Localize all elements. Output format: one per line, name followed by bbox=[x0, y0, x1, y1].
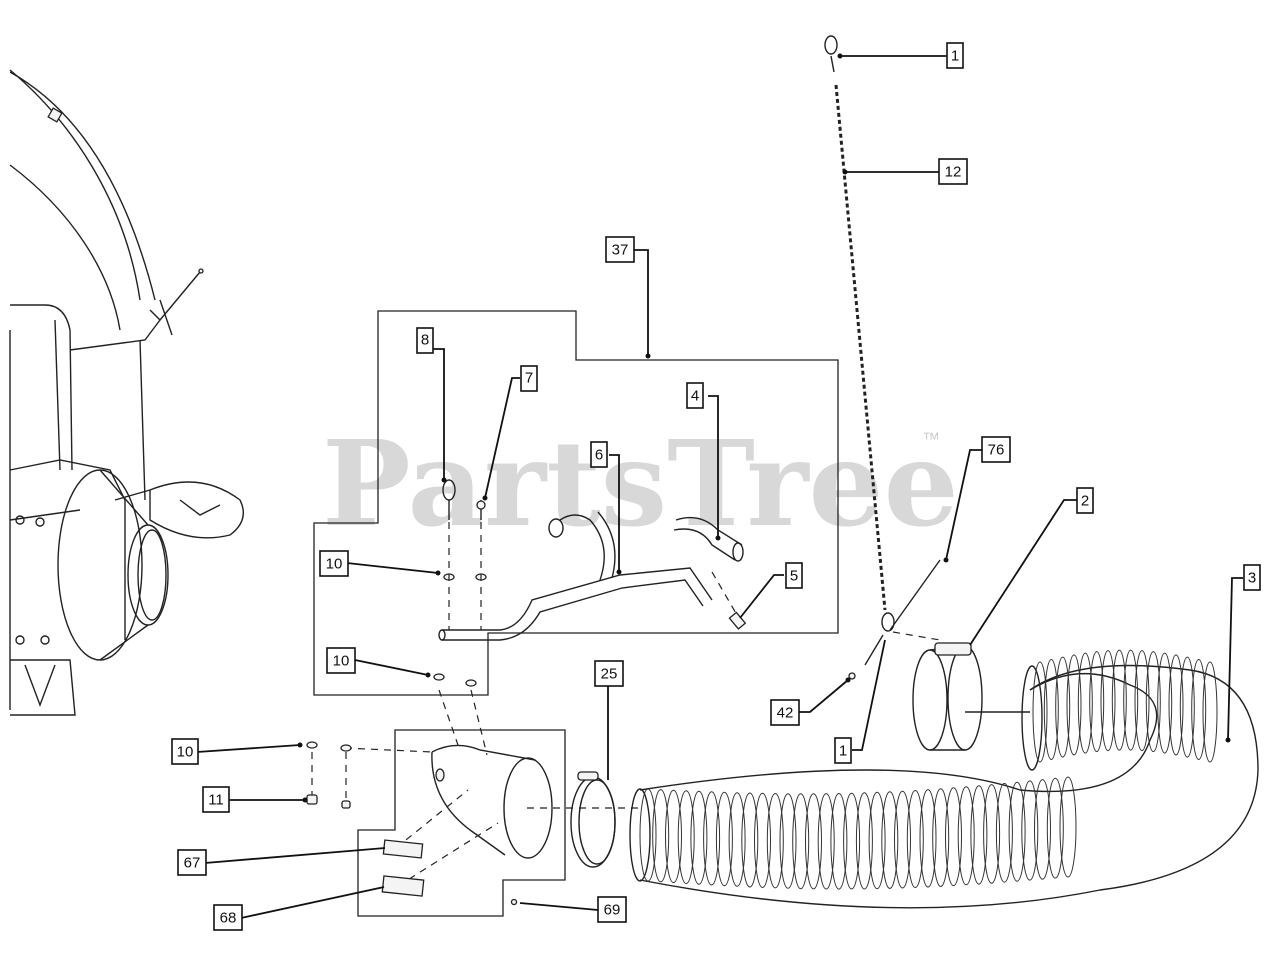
callout-6[interactable]: 6 bbox=[590, 441, 608, 468]
hose-clamp-upper bbox=[912, 642, 1030, 751]
callout-1-top[interactable]: 1 bbox=[946, 42, 964, 69]
callout-label: 8 bbox=[421, 332, 429, 349]
leader-lines bbox=[196, 53, 1243, 919]
callout-label: 68 bbox=[220, 910, 237, 927]
callout-label: 10 bbox=[177, 744, 194, 761]
hose-clamp-lower bbox=[527, 771, 640, 868]
callout-3[interactable]: 3 bbox=[1243, 564, 1261, 591]
callout-8[interactable]: 8 bbox=[416, 327, 434, 354]
callout-68[interactable]: 68 bbox=[213, 904, 243, 931]
callout-10-a[interactable]: 10 bbox=[319, 550, 349, 577]
callout-label: 1 bbox=[839, 743, 847, 760]
flex-hose bbox=[629, 649, 1259, 909]
chain-part bbox=[824, 35, 941, 680]
callout-42[interactable]: 42 bbox=[770, 699, 800, 726]
callout-25[interactable]: 25 bbox=[594, 660, 624, 687]
callout-12[interactable]: 12 bbox=[938, 158, 968, 185]
callout-label: 6 bbox=[595, 447, 603, 464]
callout-37[interactable]: 37 bbox=[605, 236, 635, 263]
callout-69[interactable]: 69 bbox=[597, 896, 627, 923]
callout-label: 42 bbox=[777, 705, 794, 722]
callout-label: 5 bbox=[790, 568, 798, 585]
callout-label: 10 bbox=[326, 556, 343, 573]
callout-label: 1 bbox=[951, 48, 959, 65]
kit-37-outline bbox=[313, 310, 839, 696]
callout-1-bottom[interactable]: 1 bbox=[834, 737, 852, 764]
callout-10-b[interactable]: 10 bbox=[326, 647, 356, 674]
callout-76[interactable]: 76 bbox=[981, 436, 1011, 463]
callout-10-c[interactable]: 10 bbox=[171, 738, 199, 765]
callout-label: 2 bbox=[1081, 493, 1089, 510]
callout-label: 3 bbox=[1248, 570, 1256, 587]
trademark-symbol: ™ bbox=[922, 429, 940, 449]
hose-ribs bbox=[639, 649, 1218, 890]
callout-label: 67 bbox=[184, 855, 201, 872]
callout-4[interactable]: 4 bbox=[686, 382, 704, 409]
adapter-tube bbox=[306, 741, 553, 906]
watermark: PartsTree ™ bbox=[322, 414, 959, 553]
callout-label: 37 bbox=[612, 242, 629, 259]
callout-5[interactable]: 5 bbox=[785, 562, 803, 589]
callout-label: 69 bbox=[604, 902, 621, 919]
callout-label: 11 bbox=[208, 792, 224, 809]
callout-label: 4 bbox=[691, 388, 699, 405]
hose-adapter-outline bbox=[357, 729, 566, 917]
fasteners-kit bbox=[433, 479, 738, 756]
callout-label: 12 bbox=[945, 164, 962, 181]
callout-2[interactable]: 2 bbox=[1076, 487, 1094, 514]
watermark-text: PartsTree bbox=[322, 414, 959, 553]
callout-label: 25 bbox=[601, 666, 618, 683]
callout-11[interactable]: 11 bbox=[202, 786, 230, 813]
callout-label: 76 bbox=[988, 442, 1005, 459]
callout-label: 10 bbox=[333, 653, 350, 670]
callout-label: 7 bbox=[525, 370, 533, 387]
callout-67[interactable]: 67 bbox=[177, 849, 207, 876]
callout-7[interactable]: 7 bbox=[520, 365, 538, 392]
blower-machine-illustration bbox=[9, 69, 244, 716]
